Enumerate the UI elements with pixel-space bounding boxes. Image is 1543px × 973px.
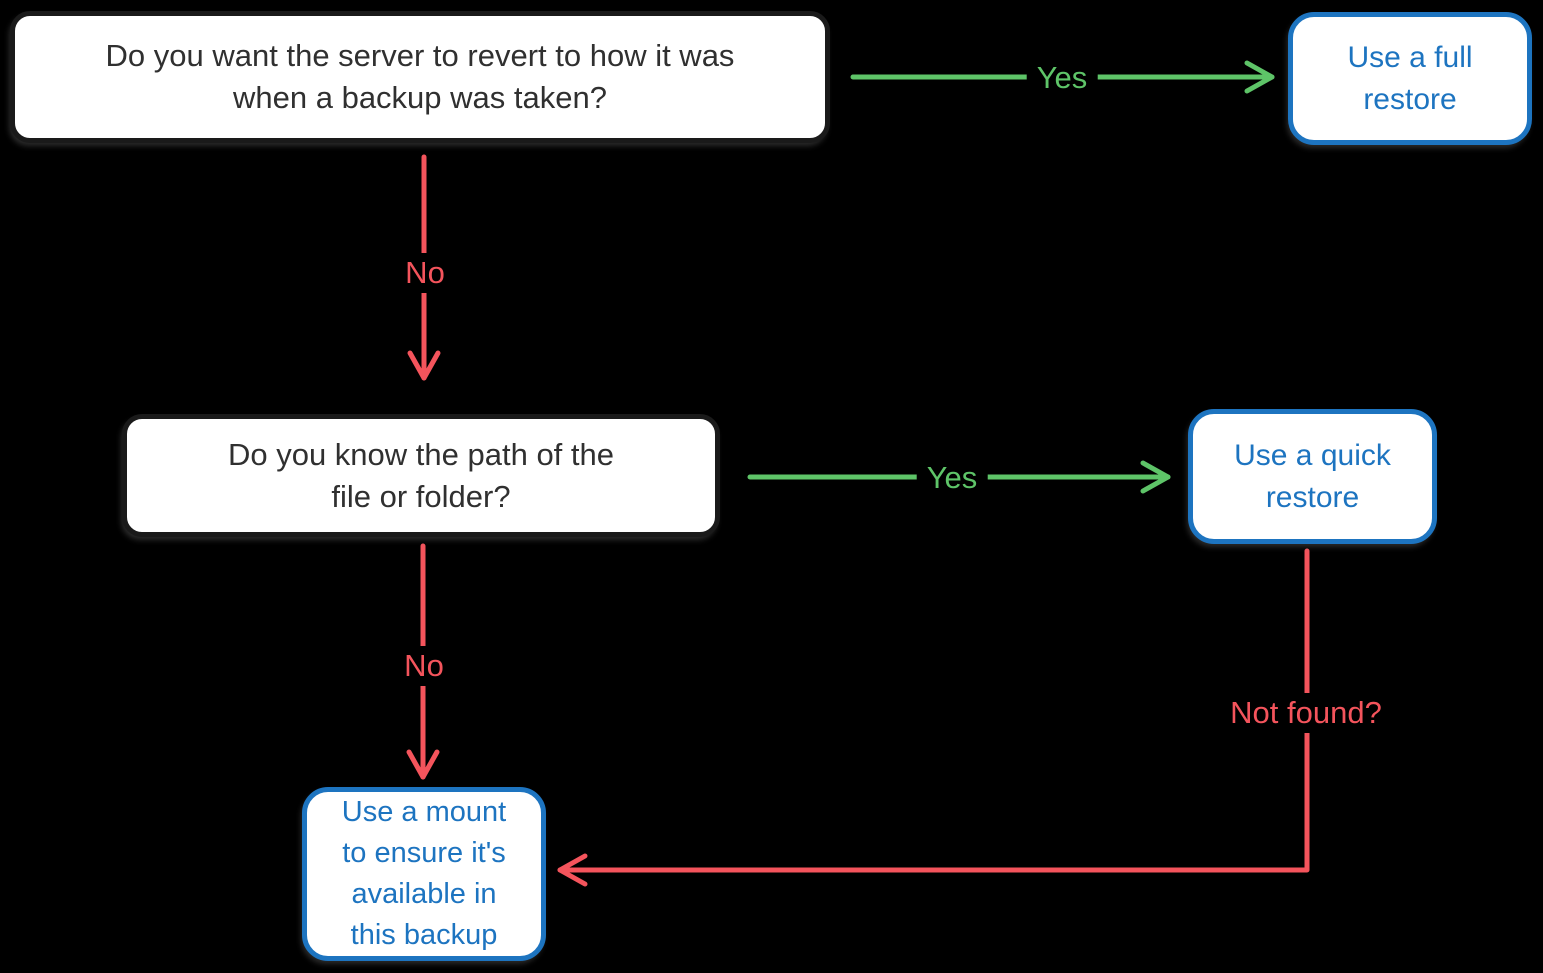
edge-label-yes-full-restore: Yes <box>1026 58 1098 98</box>
question-node-know-path: Do you know the path of the file or fold… <box>122 414 720 537</box>
action-node-mount: Use a mount to ensure it's available in … <box>302 787 546 961</box>
arrowhead-down-icon <box>406 749 440 780</box>
arrowhead-right-icon <box>1244 60 1275 94</box>
edge-label-no-mount: No <box>394 646 454 686</box>
question-node-revert-to-backup: Do you want the server to revert to how … <box>10 11 830 143</box>
arrowhead-right-icon <box>1140 460 1171 494</box>
arrowhead-down-icon <box>407 350 441 381</box>
edge-label-no-question-path: No <box>395 253 455 293</box>
edge-label-not-found: Not found? <box>1220 693 1392 733</box>
action-node-quick-restore: Use a quick restore <box>1188 409 1437 544</box>
edge-not-found-to-mount <box>557 548 1310 887</box>
arrowhead-left-icon <box>557 853 588 887</box>
edge-label-yes-quick-restore: Yes <box>916 458 988 498</box>
action-node-full-restore: Use a full restore <box>1288 12 1532 145</box>
